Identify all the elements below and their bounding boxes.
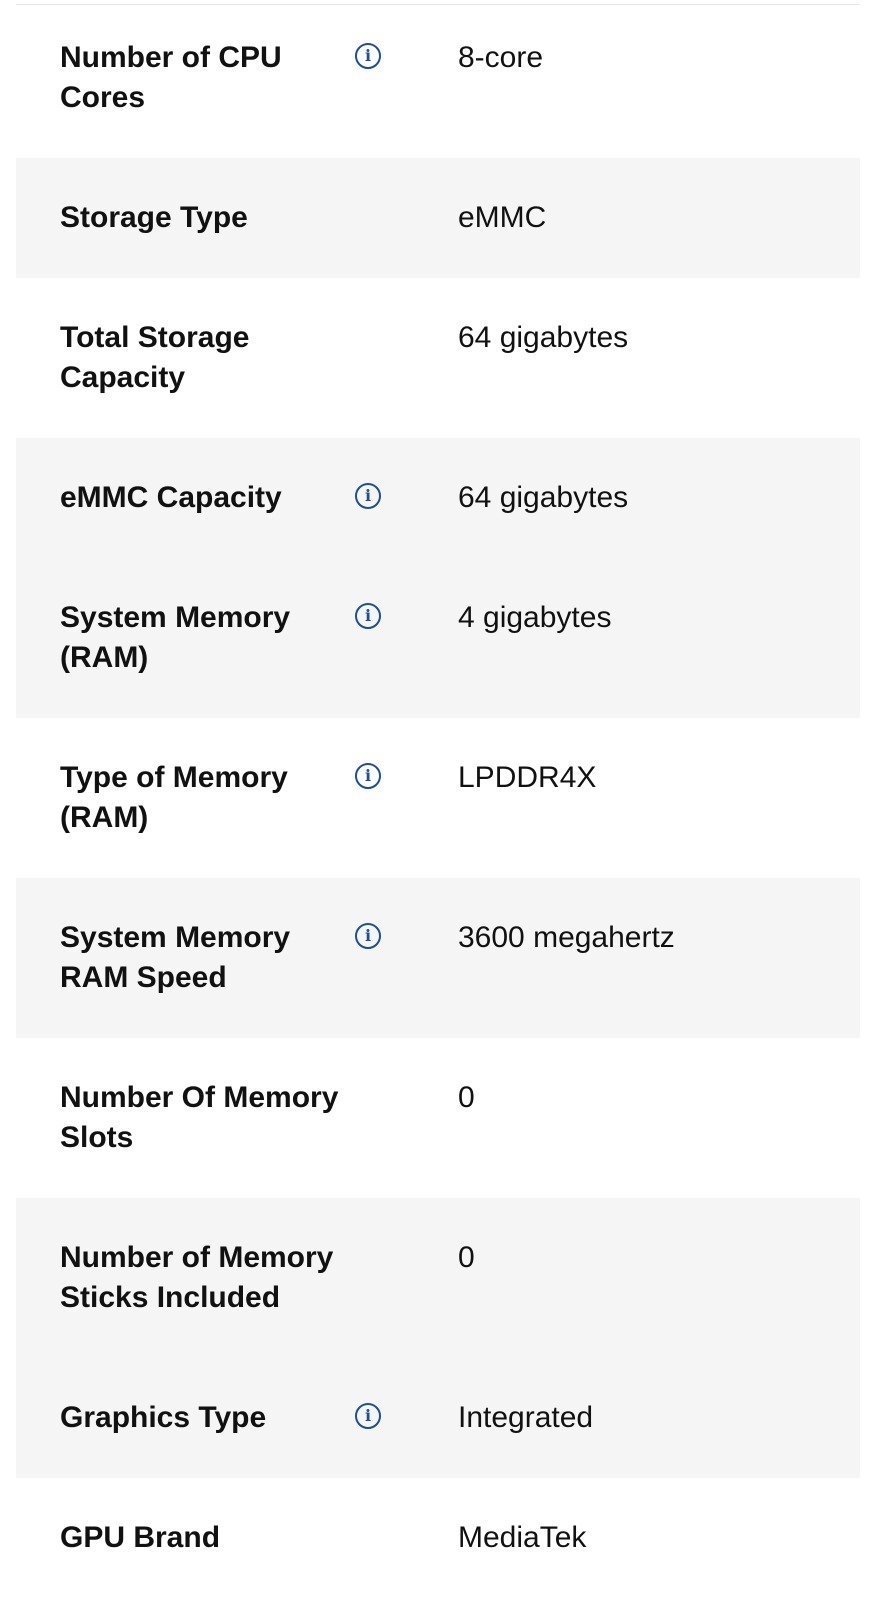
spec-value: 0	[458, 1241, 475, 1274]
spec-label: GPU Brand	[60, 1521, 221, 1554]
spec-row-total-storage: Total Storage Capacity 64 gigabytes	[16, 278, 860, 438]
spec-value: 64 gigabytes	[458, 321, 629, 354]
spec-row-memory-type: Type of Memory (RAM) i LPDDR4X	[16, 718, 860, 878]
top-divider	[16, 0, 860, 5]
spec-value: 0	[458, 1081, 475, 1114]
info-icon[interactable]: i	[355, 43, 381, 69]
spec-value: 4 gigabytes	[458, 601, 612, 634]
info-icon[interactable]: i	[355, 763, 381, 789]
spec-row-graphics-type: Graphics Type i Integrated	[16, 1358, 860, 1478]
spec-label: System Memory RAM Speed	[60, 921, 291, 994]
spec-label: Total Storage Capacity	[60, 321, 250, 394]
spec-row-memory-speed: System Memory RAM Speed i 3600 megahertz	[16, 878, 860, 1038]
spec-row-system-memory: System Memory (RAM) i 4 gigabytes	[16, 558, 860, 718]
spec-value: 8-core	[458, 41, 544, 74]
spec-value: 64 gigabytes	[458, 481, 629, 514]
spec-label: Storage Type	[60, 201, 248, 234]
spec-row-storage-type: Storage Type eMMC	[16, 158, 860, 278]
spec-label: Number of Memory Sticks Included	[60, 1241, 334, 1314]
spec-label: Number Of Memory Slots	[60, 1081, 339, 1154]
spec-label: Number of CPU Cores	[60, 41, 282, 114]
spec-label: Type of Memory (RAM)	[60, 761, 288, 834]
spec-row-gpu-brand: GPU Brand MediaTek	[16, 1478, 860, 1600]
spec-row-memory-slots: Number Of Memory Slots 0	[16, 1038, 860, 1198]
spec-value: 3600 megahertz	[458, 921, 675, 954]
spec-row-memory-sticks: Number of Memory Sticks Included 0	[16, 1198, 860, 1358]
info-icon[interactable]: i	[355, 483, 381, 509]
spec-row-emmc-capacity: eMMC Capacity i 64 gigabytes	[16, 438, 860, 558]
info-icon[interactable]: i	[355, 1403, 381, 1429]
spec-value: LPDDR4X	[458, 761, 597, 794]
spec-label: Graphics Type	[60, 1401, 267, 1434]
spec-value: Integrated	[458, 1401, 594, 1434]
info-icon[interactable]: i	[355, 603, 381, 629]
spec-value: eMMC	[458, 201, 547, 234]
spec-row-cpu-cores: Number of CPU Cores i 8-core	[16, 0, 860, 158]
spec-label: System Memory (RAM)	[60, 601, 291, 674]
info-icon[interactable]: i	[355, 923, 381, 949]
spec-value: MediaTek	[458, 1521, 587, 1554]
spec-label: eMMC Capacity	[60, 481, 282, 514]
